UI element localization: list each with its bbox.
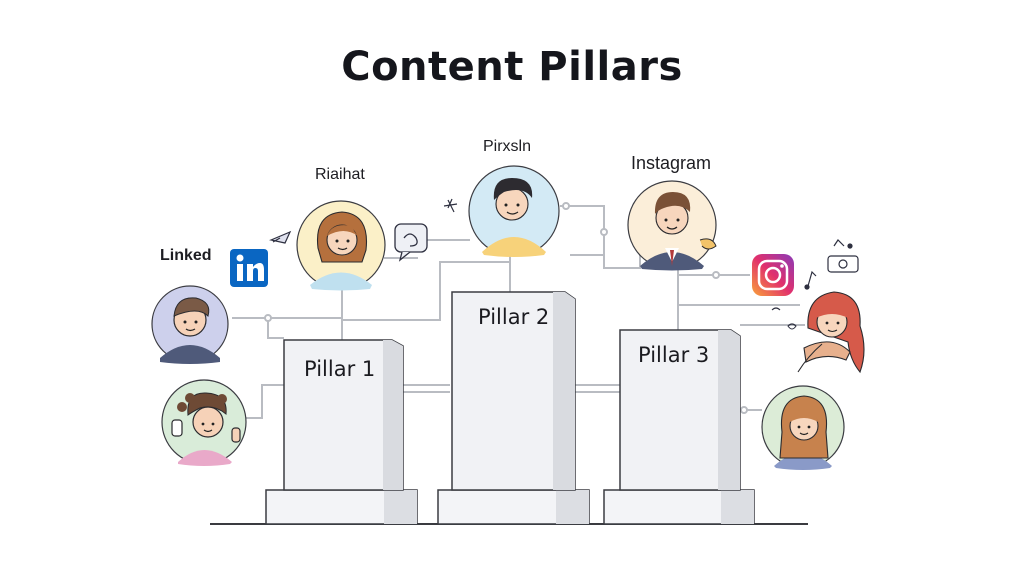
connector-node [712,271,720,279]
connector-node [740,406,748,414]
avatar-man-purple [151,285,229,364]
bubble-doodle-icon [771,307,797,330]
connector-line [245,384,284,419]
connector-line [232,317,284,339]
avatar-man-blue [468,165,560,257]
sparkle-doodle-icon [443,198,458,213]
avatar-red-hair-woman [797,291,865,374]
pillar-1-column [265,339,418,525]
channel-label-instagram: Instagram [631,153,712,173]
pillar-3-column [603,329,755,525]
channel-label-pirxsln: Pirxsln [483,138,532,155]
connector-node [600,228,608,236]
avatar-woman-yellow [296,200,386,291]
linkedin-logo-icon [230,249,268,287]
diagram-title: Content Pillars [341,44,683,90]
chat-bubble-icon [394,223,428,262]
instagram-logo-icon [752,254,794,296]
arrow-doodle-icon [269,230,292,244]
avatar-woman-green [761,385,845,470]
connector-node [264,314,272,322]
connector-line [232,317,343,340]
camera-doodle-icon [827,239,859,273]
avatar-curly-hair-green [161,379,247,466]
music-note-doodle-icon [804,270,817,290]
channel-label-riaihat: Riaihat [315,166,365,183]
connector-line [560,205,605,256]
avatar-man-tie [627,180,717,271]
connector-line [603,250,641,269]
channel-label-linked: Linked [160,247,212,264]
pillar-2-label: Pillar 2 [478,305,550,329]
connector-node [562,202,570,210]
pillar-1-label: Pillar 1 [304,357,376,381]
pillar-3-label: Pillar 3 [638,343,710,367]
pillar-2-column [437,291,590,525]
